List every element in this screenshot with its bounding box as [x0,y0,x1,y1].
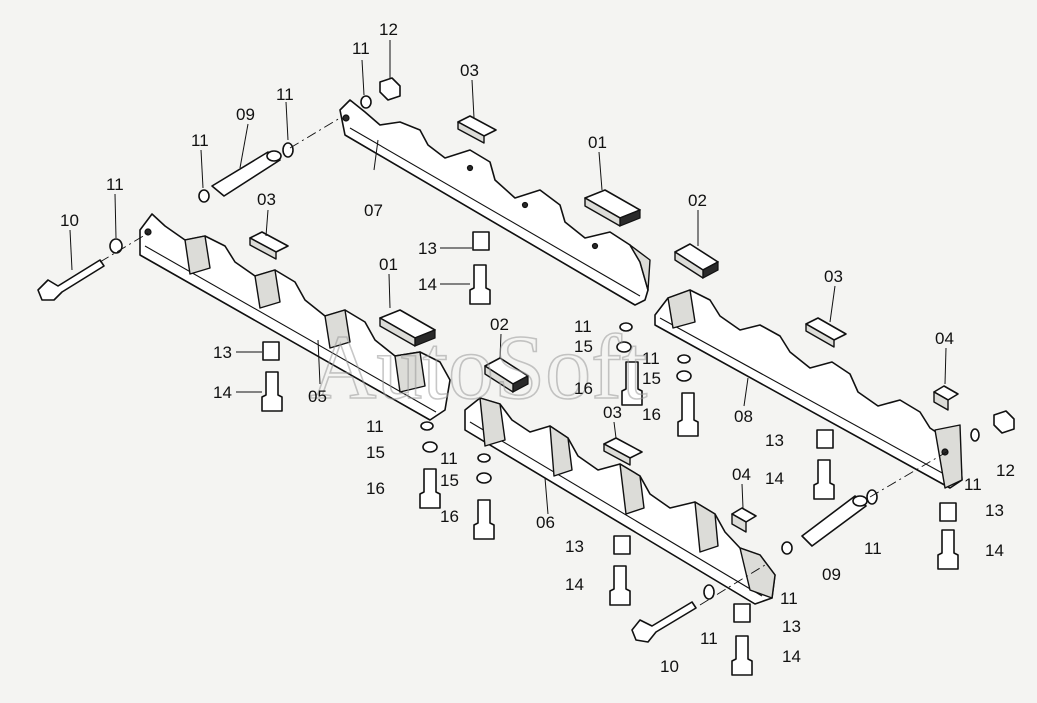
label-16: 16 [574,379,593,398]
rail-06 [464,397,776,605]
pin-09-lower [801,495,868,547]
bolt-10-lower [631,601,697,643]
label-01: 01 [379,255,398,274]
rail-05 [139,213,451,421]
plate-03-c [805,317,847,348]
label-03: 03 [824,267,843,286]
part-labels: 11 12 03 11 09 11 11 10 03 07 01 02 03 0… [60,20,1015,676]
watermark-text: AutoSoft [310,316,648,418]
bolt-10-left [37,259,105,301]
plate-02-right [674,243,719,279]
label-04: 04 [732,465,751,484]
label-11: 11 [366,417,384,436]
label-09: 09 [822,565,841,584]
block-04-lower [731,507,757,533]
label-14: 14 [418,275,437,294]
label-16: 16 [440,507,459,526]
label-02: 02 [688,191,707,210]
label-11: 11 [700,629,718,648]
label-11: 11 [106,175,124,194]
label-04: 04 [935,329,954,348]
label-10: 10 [60,211,79,230]
label-15: 15 [642,369,661,388]
label-01: 01 [588,133,607,152]
plate-01-lower [379,309,436,347]
rail-08 [654,289,963,489]
label-14: 14 [565,575,584,594]
nuts-12 [379,77,1015,434]
label-11: 11 [352,39,370,58]
label-11: 11 [440,449,458,468]
rail-07 [339,99,651,306]
label-15: 15 [366,443,385,462]
label-11: 11 [864,539,882,558]
label-rail-08: 08 [734,407,753,426]
block-04-right [933,385,959,411]
label-14: 14 [782,647,801,666]
label-03: 03 [257,190,276,209]
label-14: 14 [213,383,232,402]
label-11: 11 [642,349,660,368]
bolts-14-16 [261,264,959,676]
label-15: 15 [440,471,459,490]
label-03: 03 [603,403,622,422]
label-11: 11 [964,475,982,494]
label-rail-07: 07 [364,201,383,220]
label-03: 03 [460,61,479,80]
label-13: 13 [418,239,437,258]
plate-03-a [457,115,497,144]
label-16: 16 [642,405,661,424]
label-11: 11 [191,131,209,150]
label-13: 13 [765,431,784,450]
washers-11 [109,95,980,600]
sleeves-13 [262,231,957,623]
label-09: 09 [236,105,255,124]
plate-03-d [603,437,643,466]
label-16: 16 [366,479,385,498]
label-12: 12 [379,20,398,39]
label-10: 10 [660,657,679,676]
label-14: 14 [985,541,1004,560]
label-11: 11 [780,589,798,608]
label-12: 12 [996,461,1015,480]
label-rail-05: 05 [308,387,327,406]
label-13: 13 [985,501,1004,520]
label-11: 11 [276,85,294,104]
label-13: 13 [565,537,584,556]
label-13: 13 [213,343,232,362]
label-13: 13 [782,617,801,636]
label-rail-06: 06 [536,513,555,532]
label-15: 15 [574,337,593,356]
plate-01-upper [584,189,641,227]
label-02: 02 [490,315,509,334]
plate-02-mid [484,357,529,393]
alignment-lines [99,117,951,606]
plate-03-b [249,231,289,260]
pin-09-upper [211,150,282,197]
lockwashers-15 [422,341,692,484]
label-14: 14 [765,469,784,488]
leader-lines [69,40,947,515]
label-11: 11 [574,317,592,336]
